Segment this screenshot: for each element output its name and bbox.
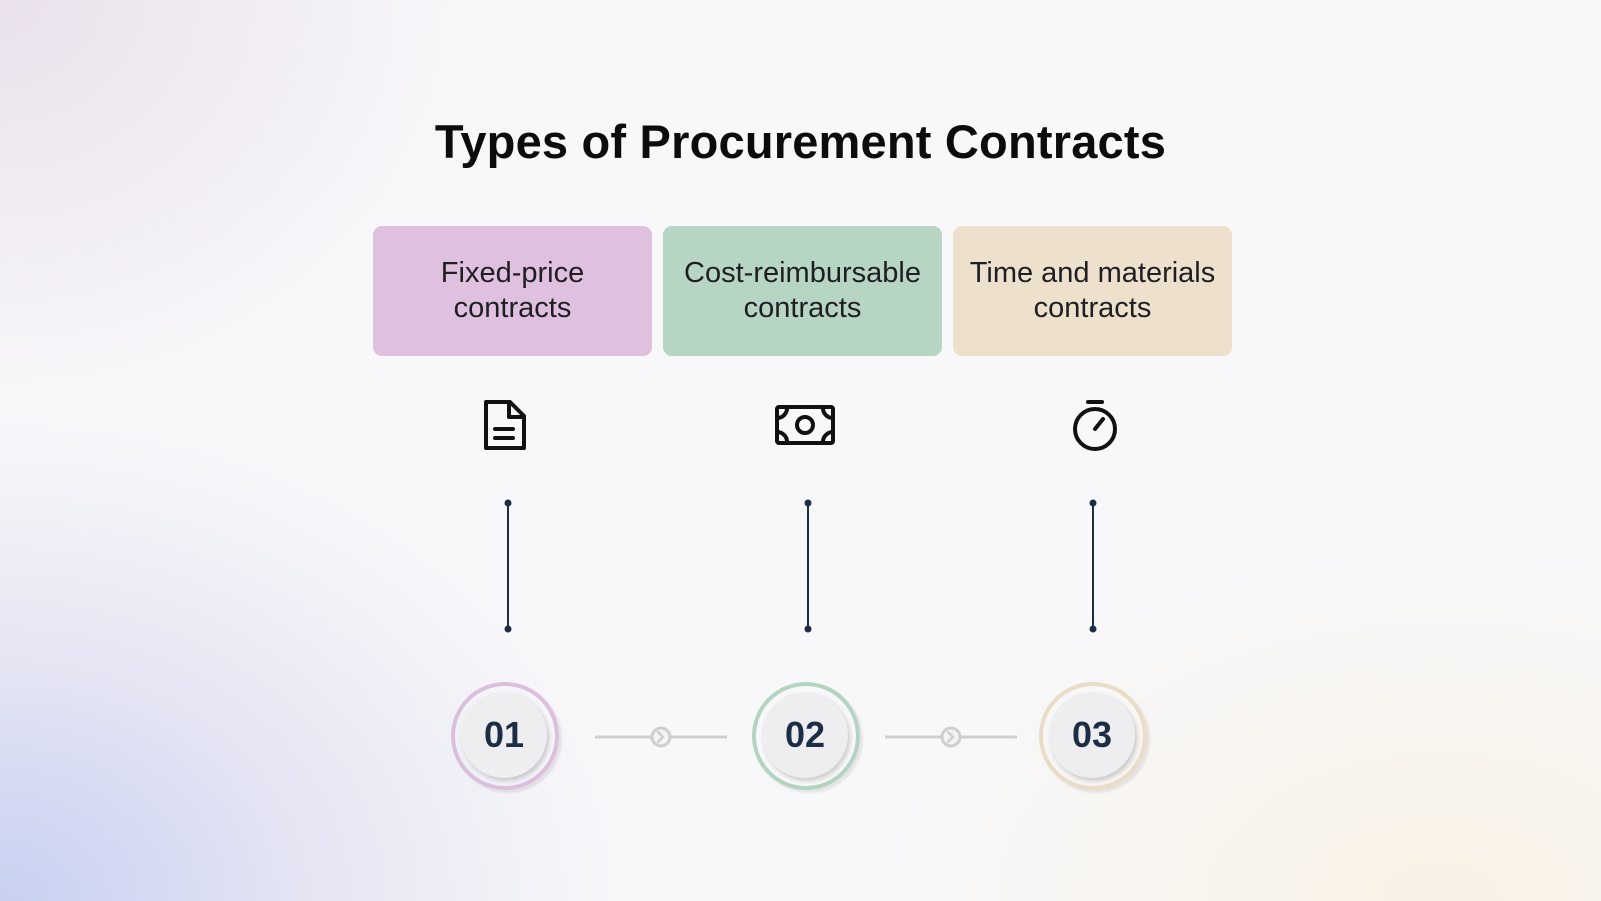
next-arrow-icon — [595, 726, 727, 748]
connector-line — [504, 499, 512, 633]
money-bill-icon — [775, 405, 835, 445]
card-time-materials: Time and materials contracts — [953, 226, 1232, 356]
stopwatch-icon — [1073, 400, 1117, 451]
connector-line — [1089, 499, 1097, 633]
step-number: 01 — [483, 714, 525, 755]
step-02: 02 — [752, 682, 860, 790]
card-fixed-price: Fixed-price contracts — [373, 226, 652, 356]
step-03: 03 — [1039, 682, 1147, 790]
step-ring — [752, 682, 860, 790]
next-arrow-icon — [885, 726, 1017, 748]
connector-line — [804, 499, 812, 633]
step-ring — [1039, 682, 1147, 790]
step-01: 01 — [451, 682, 559, 790]
step-badge: 03 — [1049, 692, 1135, 778]
step-number: 02 — [784, 714, 826, 755]
page-title: Types of Procurement Contracts — [434, 115, 1167, 168]
card-cost-reimbursable: Cost-reimbursable contracts — [663, 226, 942, 356]
card-label: Fixed-price contracts — [440, 257, 585, 324]
step-ring — [451, 682, 559, 790]
card-label: Time and materials contracts — [969, 257, 1216, 324]
card-label: Cost-reimbursable contracts — [684, 257, 921, 324]
document-icon — [484, 400, 526, 450]
step-number: 03 — [1071, 714, 1113, 755]
step-badge: 02 — [762, 692, 848, 778]
step-badge: 01 — [461, 692, 547, 778]
